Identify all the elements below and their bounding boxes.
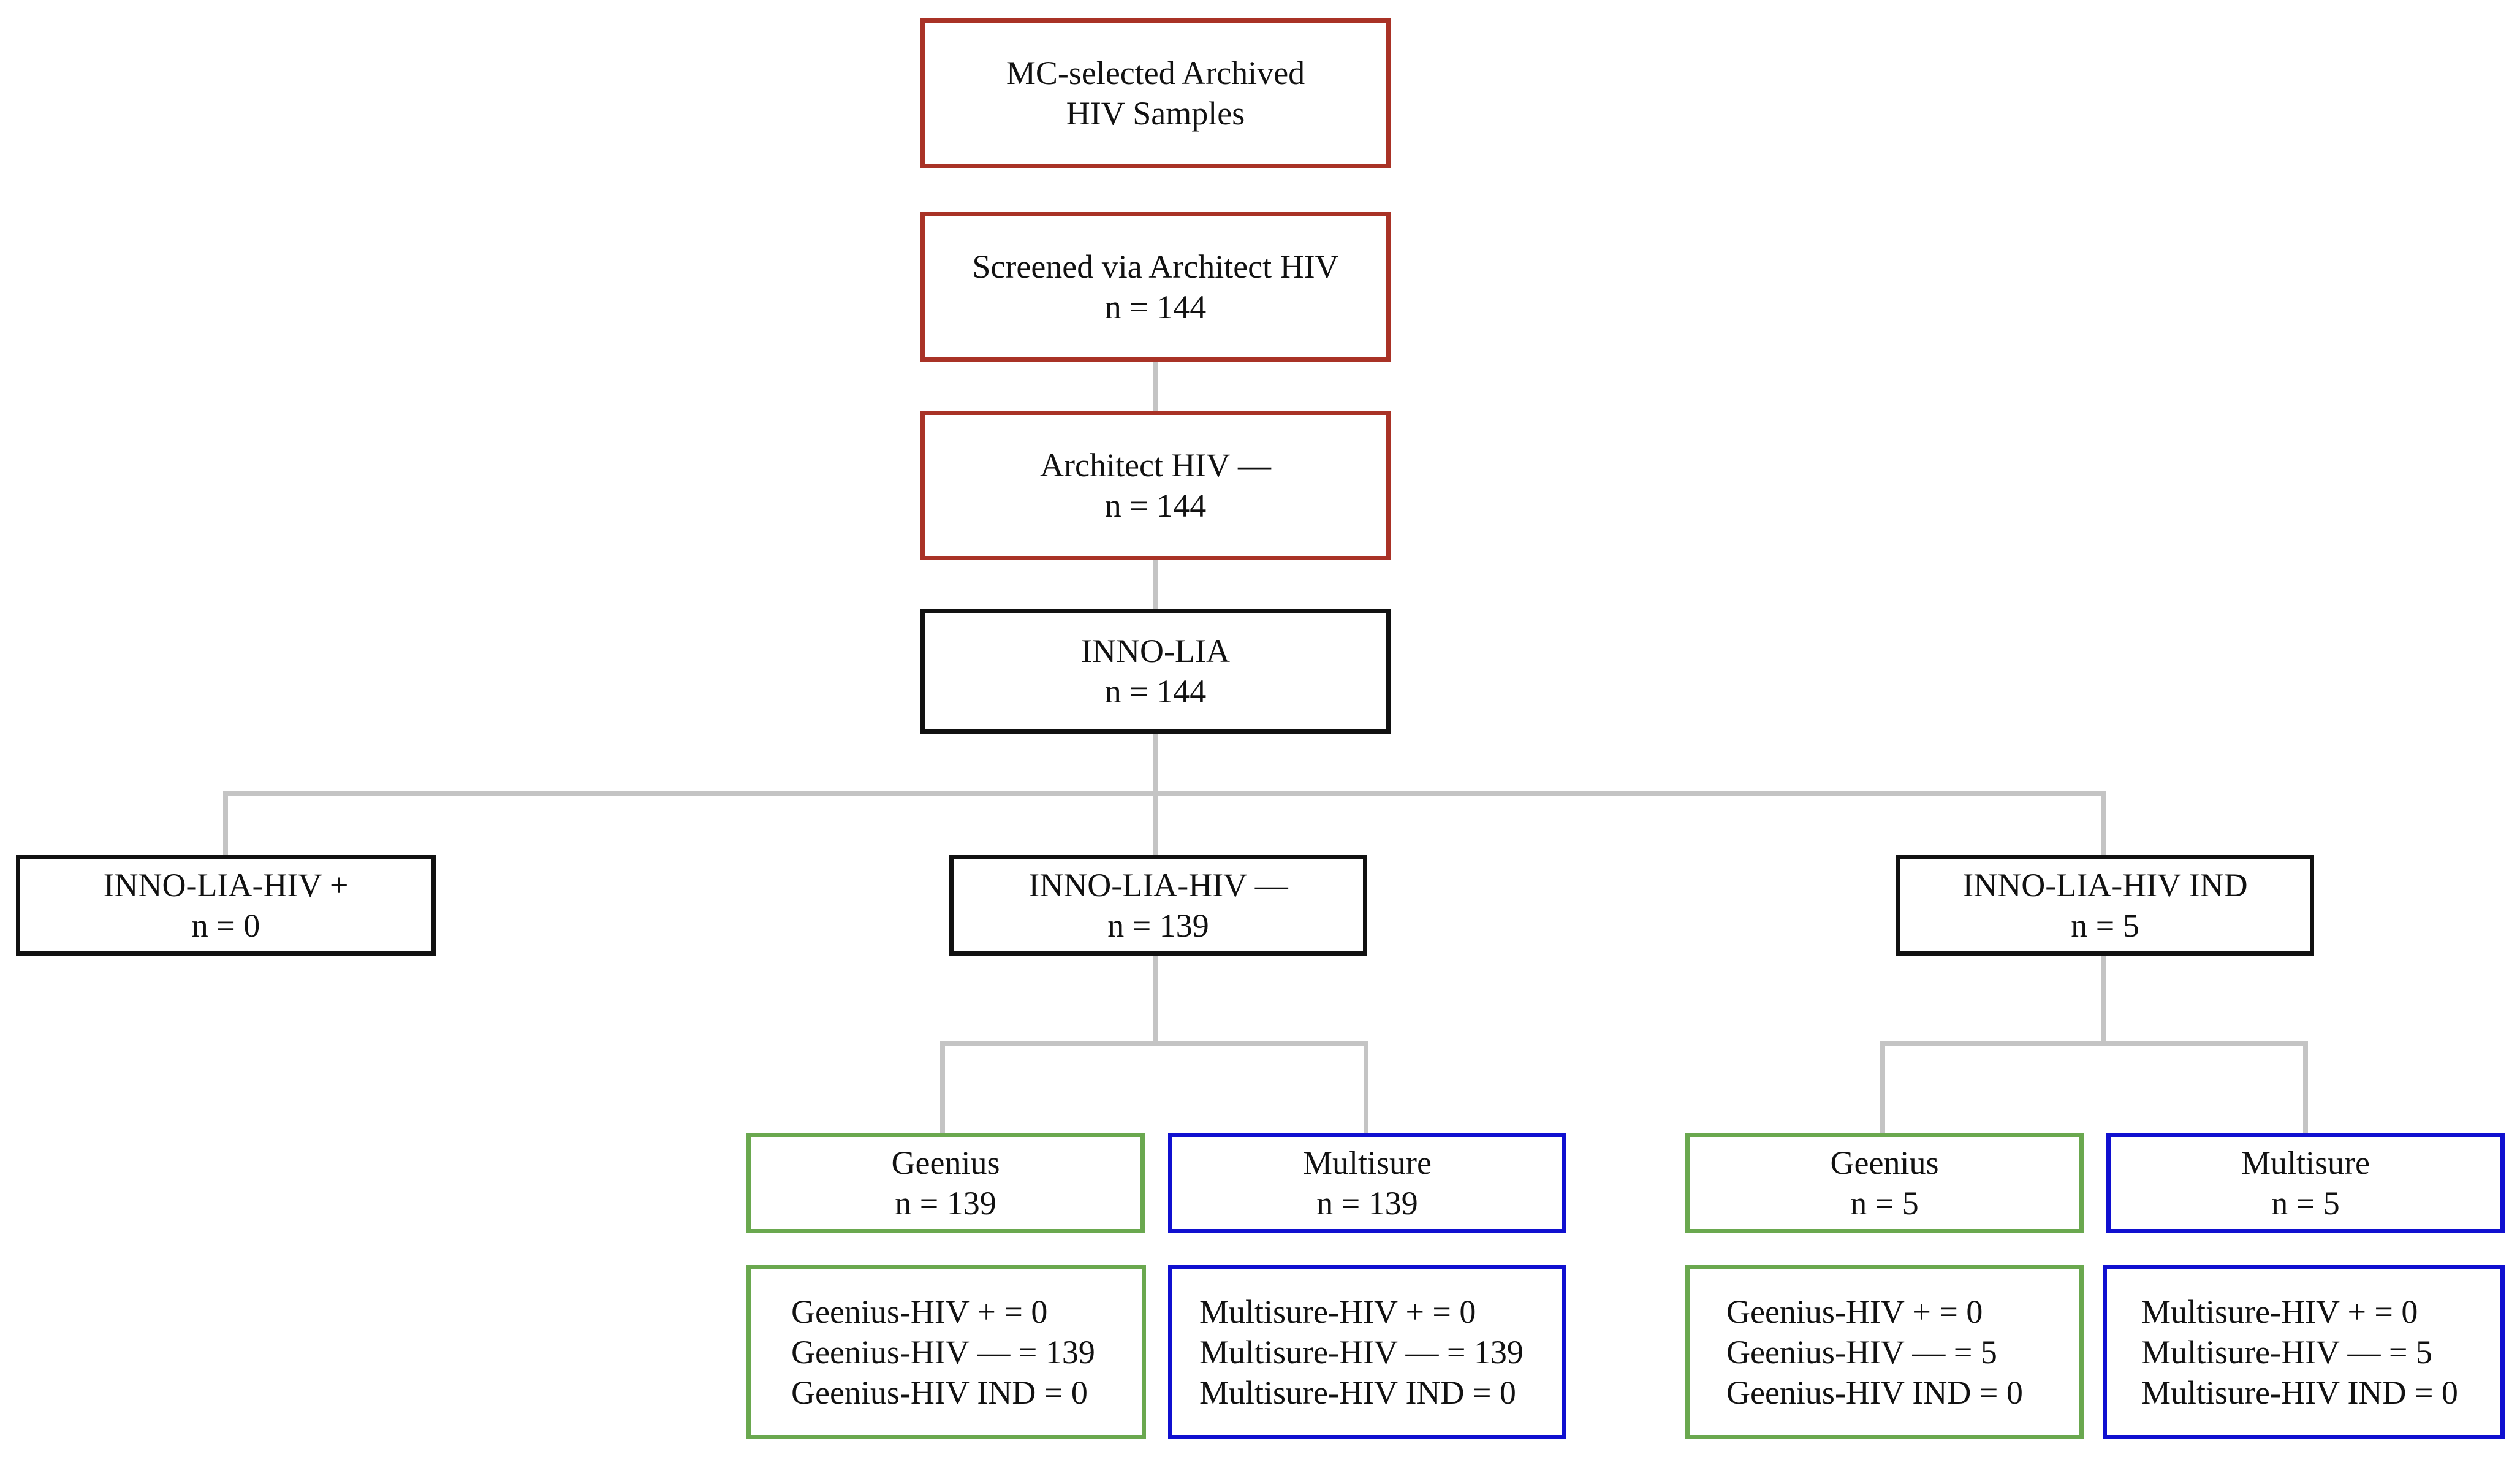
ind-geenius-node: Geenius n = 5	[1685, 1133, 2084, 1233]
node-count: n = 139	[895, 1185, 996, 1222]
result-negative: Geenius-HIV — = 139	[791, 1334, 1095, 1371]
neg-multisure-results: Multisure-HIV + = 0 Multisure-HIV — = 13…	[1168, 1265, 1566, 1439]
result-indeterminate: Geenius-HIV IND = 0	[1726, 1374, 2023, 1411]
neg-multisure-node: Multisure n = 139	[1168, 1133, 1566, 1233]
result-negative: Geenius-HIV — = 5	[1726, 1334, 1997, 1371]
result-indeterminate: Multisure-HIV IND = 0	[1199, 1374, 1516, 1411]
node-line-2: HIV Samples	[1066, 95, 1245, 132]
ind-geenius-results: Geenius-HIV + = 0 Geenius-HIV — = 5 Geen…	[1685, 1265, 2084, 1439]
result-positive: Geenius-HIV + = 0	[791, 1293, 1048, 1330]
node-count: n = 5	[1850, 1185, 1919, 1222]
node-count: n = 5	[2271, 1185, 2340, 1222]
node-line-1: INNO-LIA-HIV —	[1028, 867, 1288, 903]
inno-lia-node: INNO-LIA n = 144	[920, 609, 1391, 734]
inno-lia-indeterminate-node: INNO-LIA-HIV IND n = 5	[1896, 855, 2314, 956]
node-line-1: Multisure	[2241, 1144, 2370, 1181]
node-count: n = 139	[1107, 907, 1209, 944]
node-line-1: INNO-LIA-HIV +	[103, 867, 349, 903]
ind-multisure-node: Multisure n = 5	[2106, 1133, 2505, 1233]
result-negative: Multisure-HIV — = 5	[2141, 1334, 2432, 1371]
result-positive: Multisure-HIV + = 0	[1199, 1293, 1476, 1330]
architect-negative-node: Architect HIV — n = 144	[920, 411, 1391, 560]
neg-geenius-results: Geenius-HIV + = 0 Geenius-HIV — = 139 Ge…	[746, 1265, 1146, 1439]
node-line-1: Multisure	[1303, 1144, 1432, 1181]
node-line-1: Screened via Architect HIV	[972, 248, 1339, 285]
result-positive: Geenius-HIV + = 0	[1726, 1293, 1983, 1330]
node-count: n = 5	[2071, 907, 2139, 944]
connector-neg-branches	[940, 1041, 1368, 1135]
node-line-1: MC-selected Archived	[1006, 55, 1305, 91]
node-line-1: INNO-LIA	[1081, 633, 1230, 669]
connector-inno-branches	[223, 791, 2106, 858]
result-negative: Multisure-HIV — = 139	[1199, 1334, 1524, 1371]
node-count: n = 144	[1104, 487, 1207, 524]
node-count: n = 0	[191, 907, 260, 944]
node-count: n = 144	[1104, 673, 1207, 710]
result-indeterminate: Multisure-HIV IND = 0	[2141, 1374, 2458, 1411]
result-positive: Multisure-HIV + = 0	[2141, 1293, 2418, 1330]
screened-architect-node: Screened via Architect HIV n = 144	[920, 212, 1391, 362]
inno-lia-positive-node: INNO-LIA-HIV + n = 0	[16, 855, 436, 956]
node-line-1: Geenius	[1830, 1144, 1939, 1181]
node-line-1: INNO-LIA-HIV IND	[1962, 867, 2248, 903]
inno-lia-negative-node: INNO-LIA-HIV — n = 139	[949, 855, 1367, 956]
result-indeterminate: Geenius-HIV IND = 0	[791, 1374, 1088, 1411]
node-line-1: Architect HIV —	[1040, 447, 1271, 484]
ind-multisure-results: Multisure-HIV + = 0 Multisure-HIV — = 5 …	[2103, 1265, 2505, 1439]
archived-samples-node: MC-selected Archived HIV Samples	[920, 18, 1391, 168]
node-count: n = 139	[1316, 1185, 1418, 1222]
node-count: n = 144	[1104, 289, 1207, 325]
node-line-1: Geenius	[891, 1144, 1000, 1181]
connector-ind-branches	[1880, 1041, 2308, 1135]
neg-geenius-node: Geenius n = 139	[746, 1133, 1145, 1233]
